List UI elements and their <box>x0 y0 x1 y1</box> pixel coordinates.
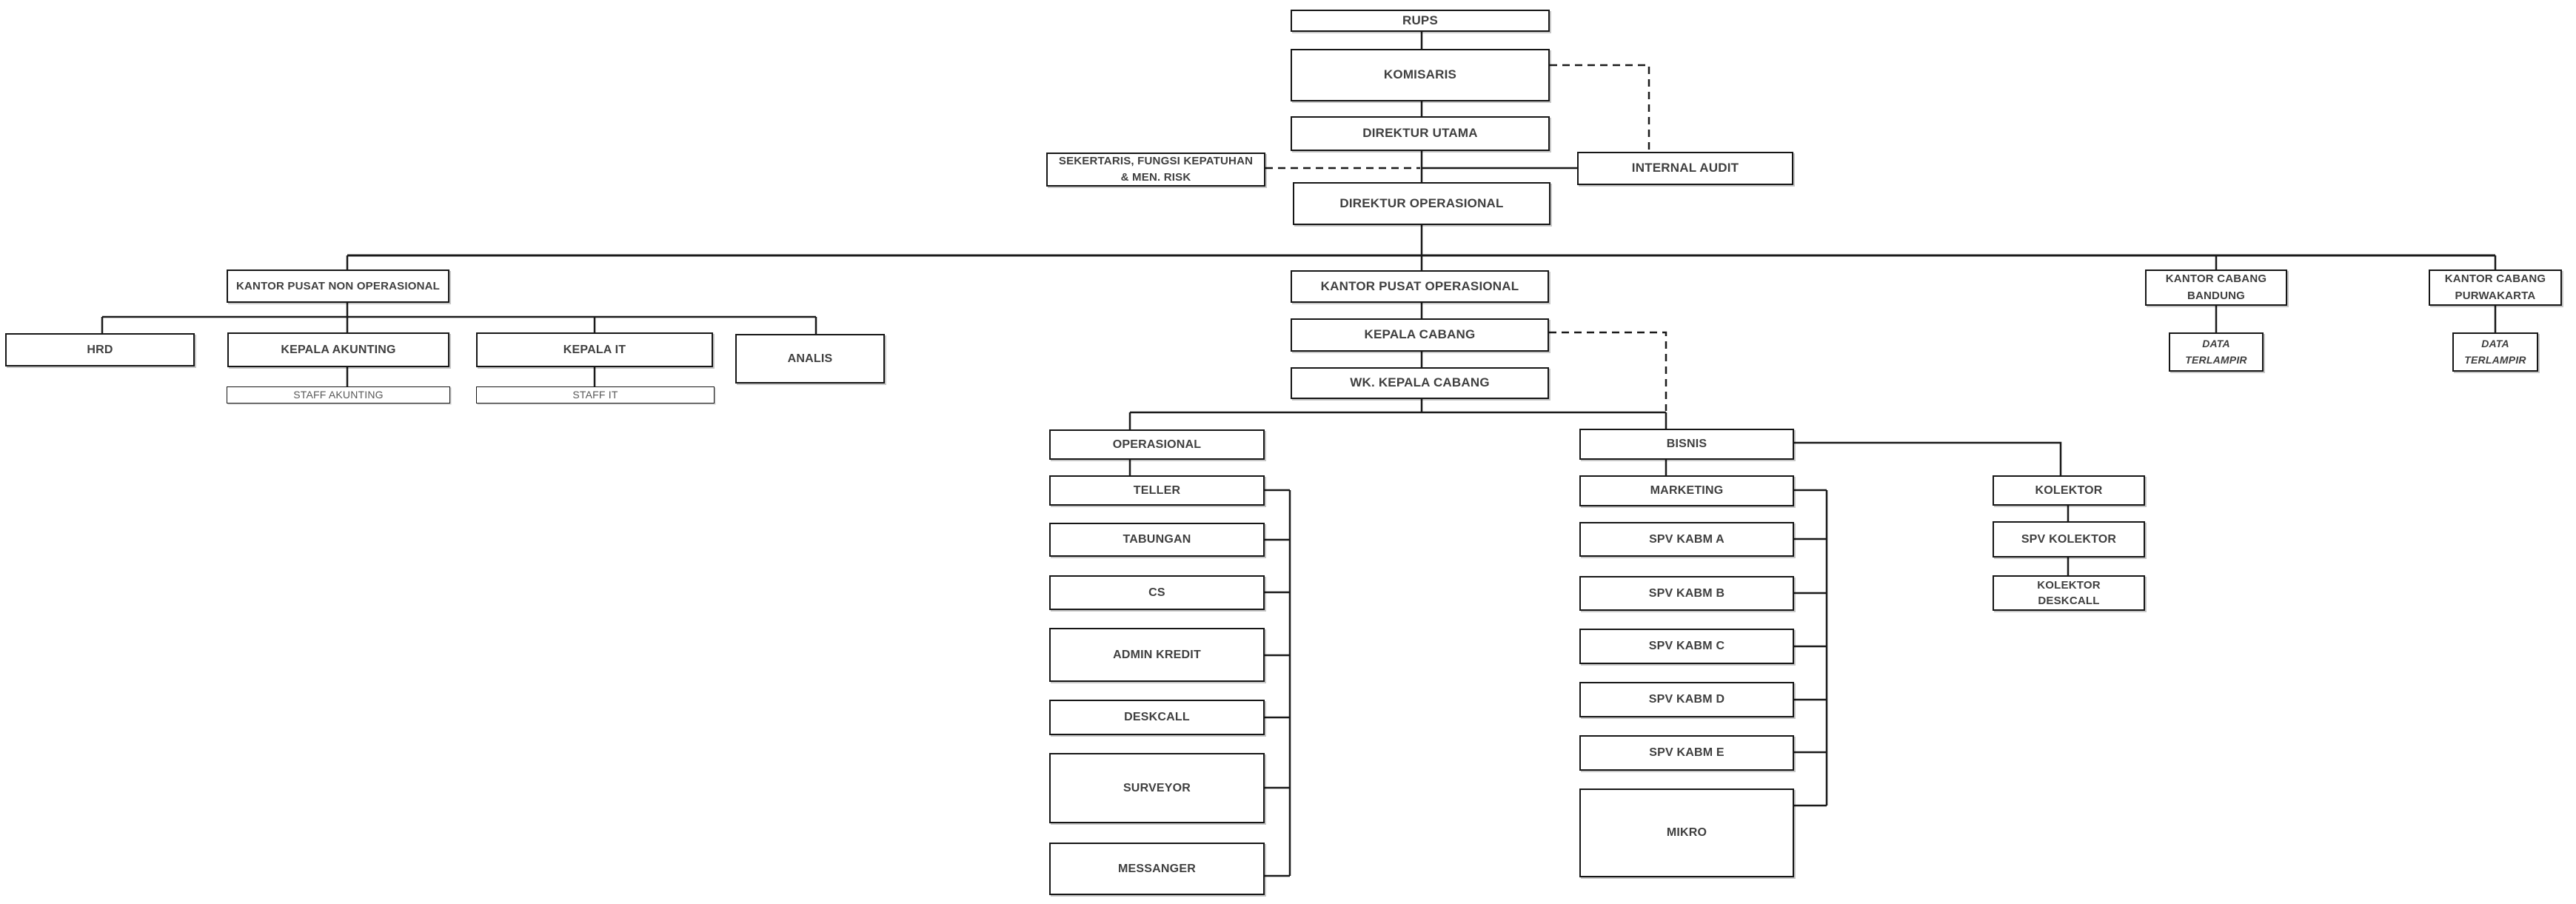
org-node-kantor-cabang-bandung-label: KANTOR CABANG BANDUNG <box>2165 272 2267 302</box>
org-node-messanger: MESSANGER <box>1049 843 1265 895</box>
org-node-messanger-label: MESSANGER <box>1118 862 1196 875</box>
connector-kepala-cabang-bisnis-dashed <box>1549 331 1667 411</box>
org-node-tabungan-label: TABUNGAN <box>1123 533 1191 546</box>
org-node-kolektor: KOLEKTOR <box>1993 475 2145 506</box>
org-node-teller: TELLER <box>1049 475 1265 506</box>
org-node-deskcall: DESKCALL <box>1049 700 1265 735</box>
org-node-komisaris: KOMISARIS <box>1291 49 1550 101</box>
org-node-tabungan: TABUNGAN <box>1049 523 1265 557</box>
org-node-staff-akunting: STAFF AKUNTING <box>227 386 450 404</box>
org-node-data-terlampir-purwakarta-label: DATA TERLAMPIR <box>2464 337 2526 366</box>
org-node-data-terlampir-bandung-label: DATA TERLAMPIR <box>2185 337 2247 366</box>
org-node-kepala-it: KEPALA IT <box>476 332 713 367</box>
org-node-mikro: MIKRO <box>1579 789 1794 877</box>
org-node-surveyor-label: SURVEYOR <box>1123 781 1191 794</box>
org-node-mikro-label: MIKRO <box>1666 826 1707 840</box>
org-node-sekertaris-kepatuhan-risk: SEKERTARIS, FUNGSI KEPATUHAN & MEN. RISK <box>1046 153 1265 187</box>
org-node-kantor-cabang-bandung: KANTOR CABANG BANDUNG <box>2145 269 2287 306</box>
org-node-staff-akunting-label: STAFF AKUNTING <box>293 389 384 401</box>
org-node-staff-it: STAFF IT <box>476 386 715 404</box>
connector-komisaris-internal-audit-dashed <box>1550 64 1650 152</box>
org-node-spv-kabm-a-label: SPV KABM A <box>1649 532 1724 546</box>
org-node-rups-label: RUPS <box>1402 13 1439 27</box>
org-node-admin-kredit: ADMIN KREDIT <box>1049 628 1265 682</box>
org-node-operasional: OPERASIONAL <box>1049 429 1265 460</box>
org-node-cs-label: CS <box>1148 586 1165 599</box>
org-node-spv-kabm-e: SPV KABM E <box>1579 735 1794 771</box>
org-node-data-terlampir-purwakarta: DATA TERLAMPIR <box>2452 332 2538 372</box>
org-node-marketing: MARKETING <box>1579 475 1794 506</box>
org-node-kantor-pusat-non-operasional-label: KANTOR PUSAT NON OPERASIONAL <box>235 279 441 292</box>
org-node-cs: CS <box>1049 575 1265 610</box>
org-node-wk-kepala-cabang: WK. KEPALA CABANG <box>1291 367 1549 399</box>
org-node-bisnis: BISNIS <box>1579 429 1794 460</box>
org-node-marketing-label: MARKETING <box>1650 484 1724 498</box>
org-node-spv-kabm-d-label: SPV KABM D <box>1648 693 1725 706</box>
org-node-kepala-akunting-label: KEPALA AKUNTING <box>281 343 396 356</box>
org-node-kepala-akunting: KEPALA AKUNTING <box>227 332 449 367</box>
org-node-kantor-cabang-purwakarta: KANTOR CABANG PURWAKARTA <box>2429 269 2562 306</box>
org-node-deskcall-label: DESKCALL <box>1124 711 1190 724</box>
org-node-kepala-it-label: KEPALA IT <box>563 343 626 356</box>
org-node-hrd-label: HRD <box>87 343 113 356</box>
org-node-kantor-pusat-operasional: KANTOR PUSAT OPERASIONAL <box>1291 270 1549 303</box>
org-node-staff-it-label: STAFF IT <box>572 389 618 401</box>
org-node-kantor-cabang-purwakarta-label: KANTOR CABANG PURWAKARTA <box>2444 272 2546 302</box>
org-node-spv-kabm-a: SPV KABM A <box>1579 522 1794 557</box>
org-node-surveyor: SURVEYOR <box>1049 753 1265 823</box>
org-node-analis-label: ANALIS <box>787 352 833 365</box>
org-node-bisnis-label: BISNIS <box>1666 438 1707 451</box>
org-node-sekertaris-kepatuhan-risk-label: SEKERTARIS, FUNGSI KEPATUHAN & MEN. RISK <box>1058 155 1254 184</box>
org-node-teller-label: TELLER <box>1133 483 1181 497</box>
org-node-rups: RUPS <box>1291 10 1550 32</box>
org-node-wk-kepala-cabang-label: WK. KEPALA CABANG <box>1350 375 1490 390</box>
org-node-spv-kabm-b: SPV KABM B <box>1579 576 1794 611</box>
org-node-kolektor-deskcall-label: KOLEKTOR DESKCALL <box>2037 579 2101 607</box>
org-node-spv-kabm-d: SPV KABM D <box>1579 682 1794 717</box>
org-node-hrd: HRD <box>5 333 195 366</box>
org-node-admin-kredit-label: ADMIN KREDIT <box>1113 648 1201 661</box>
org-node-operasional-label: OPERASIONAL <box>1112 438 1202 451</box>
connectors-solid <box>101 32 2497 877</box>
org-node-direktur-operasional: DIREKTUR OPERASIONAL <box>1293 182 1550 225</box>
org-node-kantor-pusat-non-operasional: KANTOR PUSAT NON OPERASIONAL <box>227 269 449 303</box>
org-node-spv-kabm-b-label: SPV KABM B <box>1648 586 1725 600</box>
org-node-data-terlampir-bandung: DATA TERLAMPIR <box>2169 332 2264 372</box>
org-node-kolektor-deskcall: KOLEKTOR DESKCALL <box>1993 575 2145 611</box>
org-node-spv-kabm-e-label: SPV KABM E <box>1649 746 1724 760</box>
org-node-komisaris-label: KOMISARIS <box>1383 67 1457 82</box>
org-node-analis: ANALIS <box>735 334 885 384</box>
org-node-spv-kolektor: SPV KOLEKTOR <box>1993 521 2145 558</box>
org-node-direktur-utama: DIREKTUR UTAMA <box>1291 116 1550 151</box>
org-node-spv-kabm-c-label: SPV KABM C <box>1648 640 1725 653</box>
org-node-direktur-operasional-label: DIREKTUR OPERASIONAL <box>1339 195 1504 210</box>
org-node-spv-kolektor-label: SPV KOLEKTOR <box>2021 532 2117 546</box>
org-node-kolektor-label: KOLEKTOR <box>2035 483 2103 497</box>
connector-bisnis-kolektor <box>1794 441 2062 475</box>
org-node-spv-kabm-c: SPV KABM C <box>1579 629 1794 664</box>
connectors-dashed <box>1265 64 1667 411</box>
org-node-kepala-cabang-label: KEPALA CABANG <box>1364 327 1476 342</box>
org-node-direktur-utama-label: DIREKTUR UTAMA <box>1362 126 1478 141</box>
org-node-internal-audit-label: INTERNAL AUDIT <box>1631 161 1739 175</box>
org-node-kepala-cabang: KEPALA CABANG <box>1291 318 1549 352</box>
org-node-internal-audit: INTERNAL AUDIT <box>1577 152 1793 185</box>
org-node-kantor-pusat-operasional-label: KANTOR PUSAT OPERASIONAL <box>1320 278 1519 293</box>
